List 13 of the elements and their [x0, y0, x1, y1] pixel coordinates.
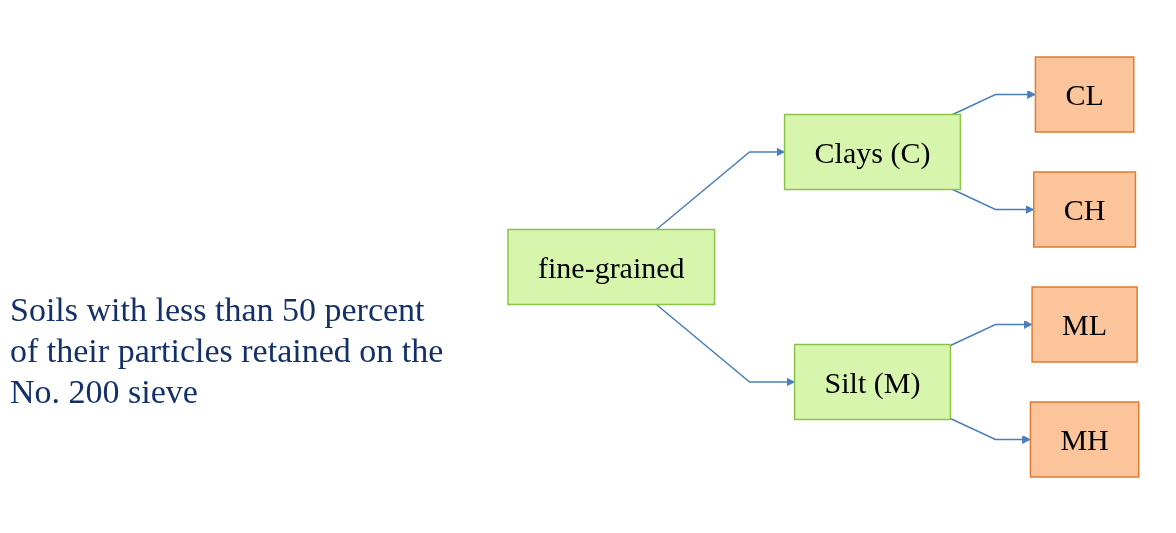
- arrow: [655, 147, 785, 230]
- arrow: [655, 303, 795, 386]
- node-box: ML: [1030, 285, 1138, 363]
- node-box: MH: [1029, 400, 1140, 478]
- node-box: fine-grained: [506, 228, 715, 305]
- node-box: CL: [1034, 55, 1135, 133]
- arrow: [951, 89, 1036, 115]
- arrow: [949, 417, 1031, 444]
- node-box: Silt (M): [793, 343, 951, 420]
- note-text: Soils with less than 50 percent of their particles retained on the No. 200 sieve: [10, 290, 445, 412]
- node-box: CH: [1032, 170, 1136, 248]
- node-box: Clays (C): [783, 113, 961, 190]
- arrow: [951, 188, 1034, 214]
